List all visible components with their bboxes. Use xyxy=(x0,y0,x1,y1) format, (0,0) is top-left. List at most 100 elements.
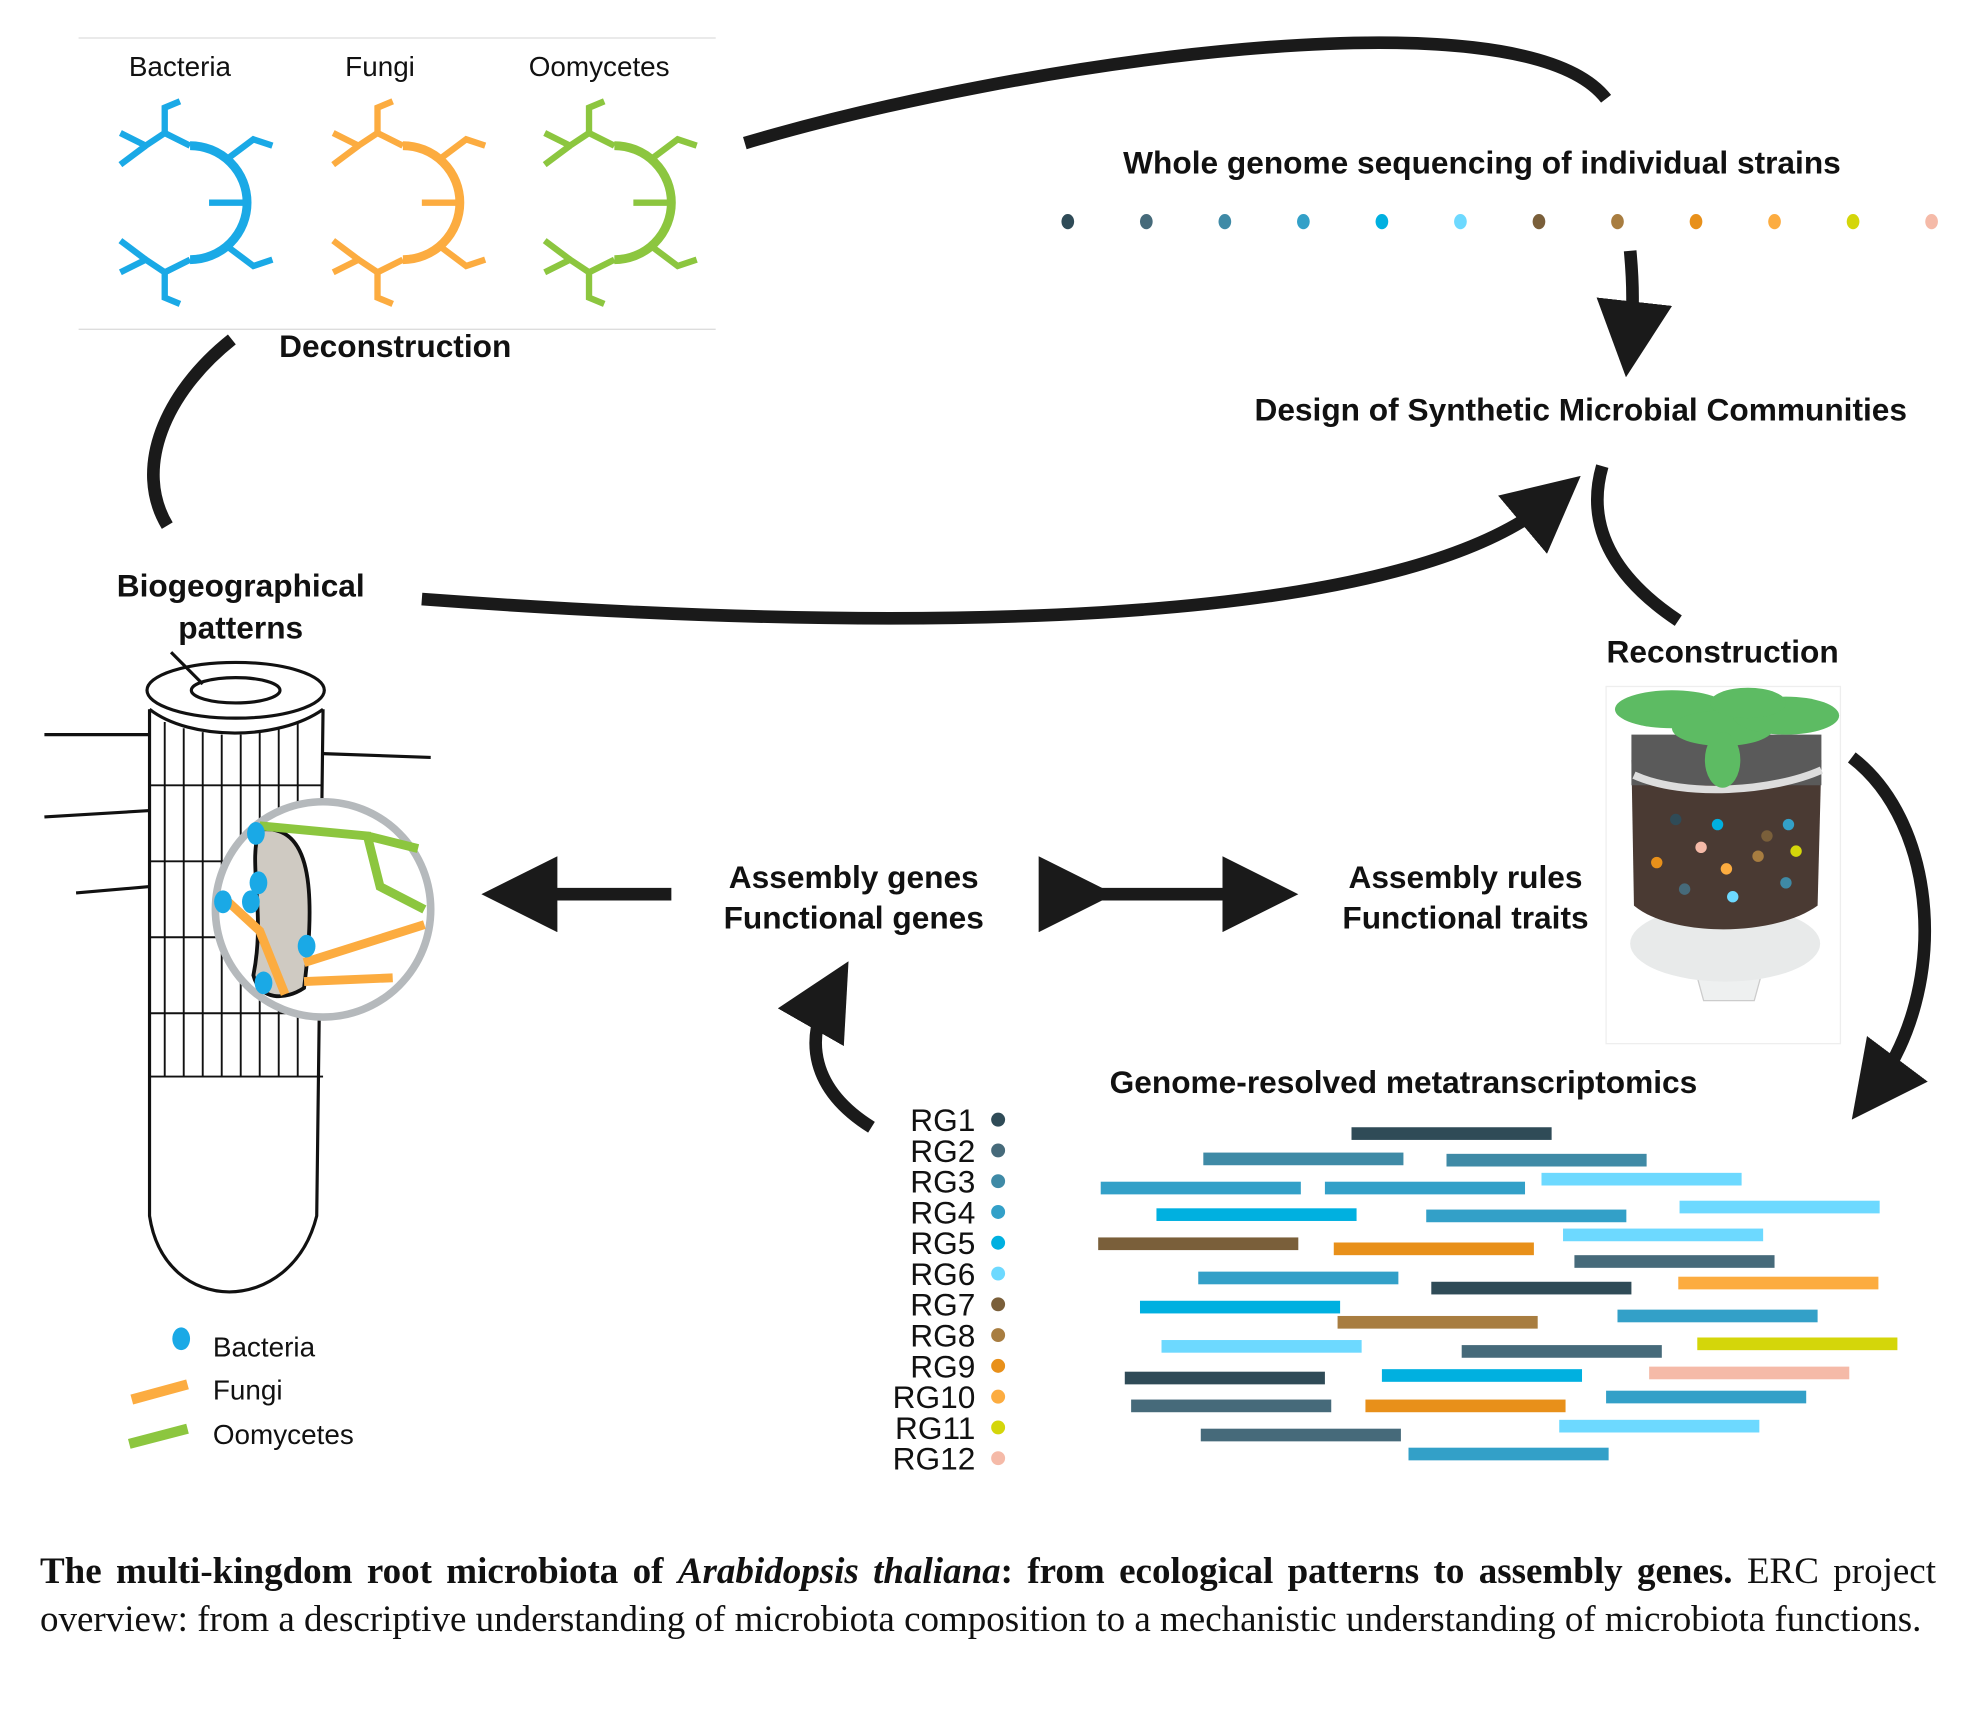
arrow-to-design xyxy=(1596,250,1673,378)
strain-dot xyxy=(1454,214,1467,230)
transcript-bar xyxy=(1408,1447,1609,1461)
legend: Bacteria Fungi Oomycetes xyxy=(127,1327,354,1450)
microbe-dot xyxy=(1790,845,1802,857)
transcript-bar xyxy=(1200,1428,1401,1442)
strain-dot xyxy=(1218,214,1232,230)
label-biogeo-2: patterns xyxy=(178,609,303,645)
microbe-dot xyxy=(1720,863,1733,875)
figure-caption: The multi-kingdom root microbiota of Ara… xyxy=(40,1548,1936,1644)
transcript-bar xyxy=(1098,1237,1299,1251)
legend-oomycetes: Oomycetes xyxy=(213,1419,354,1450)
bacteria-icon xyxy=(120,101,272,304)
label-assembly-rules: Assembly rules xyxy=(1348,859,1582,895)
rg-label: RG4 xyxy=(910,1194,975,1230)
arrow-to-metatx xyxy=(1847,752,1931,1120)
oomycetes-icon xyxy=(545,101,697,304)
label-functional-traits: Functional traits xyxy=(1342,899,1588,935)
transcript-bar xyxy=(1431,1281,1632,1295)
label-reconstruction: Reconstruction xyxy=(1607,633,1839,669)
transcript-bar xyxy=(1124,1371,1325,1385)
strain-dot xyxy=(1375,214,1389,230)
rg-label: RG11 xyxy=(895,1410,975,1446)
arrow-to-wgs xyxy=(743,36,1612,150)
rg-label: RG6 xyxy=(910,1256,975,1292)
rg-dot xyxy=(991,1235,1006,1250)
fungi-icon xyxy=(333,101,485,304)
transcript-bar xyxy=(1617,1309,1818,1323)
transcript-bar xyxy=(1446,1153,1647,1167)
strain-dot xyxy=(1139,214,1153,230)
transcript-bar xyxy=(1351,1127,1552,1140)
strain-dot xyxy=(1611,214,1624,230)
legend-bacteria: Bacteria xyxy=(213,1331,316,1362)
microbe-dot xyxy=(1761,830,1773,842)
plant-pot-illustration xyxy=(1605,685,1842,1045)
transcript-bar xyxy=(1678,1276,1879,1290)
strain-dot xyxy=(1689,214,1703,230)
rg-label: RG9 xyxy=(910,1348,975,1384)
strain-dot xyxy=(1532,214,1546,230)
transcript-bar xyxy=(1559,1419,1760,1433)
rg-label: RG5 xyxy=(910,1225,975,1261)
transcript-bar xyxy=(1324,1181,1526,1195)
rg-dot xyxy=(991,1174,1006,1189)
transcript-bar xyxy=(1426,1209,1627,1223)
rg-label: RG8 xyxy=(910,1317,975,1353)
transcript-bar xyxy=(1139,1300,1341,1314)
rg-label: RG10 xyxy=(893,1379,976,1415)
fungi-line-icon xyxy=(130,1379,189,1405)
microbe-dot xyxy=(1780,877,1792,889)
caption-body: ERC project overview: from a descriptive… xyxy=(40,1551,1936,1640)
arrow-to-reconstruction xyxy=(1591,464,1682,626)
legend-fungi: Fungi xyxy=(213,1375,283,1406)
rg-dot xyxy=(991,1358,1006,1373)
transcript-bar xyxy=(1679,1200,1880,1214)
rg-label: RG12 xyxy=(893,1441,976,1477)
microbe-dot xyxy=(1727,891,1739,903)
label-assembly-genes: Assembly genes xyxy=(729,859,979,895)
transcript-bar xyxy=(1541,1172,1742,1186)
strain-dot xyxy=(1768,214,1781,230)
strain-dot xyxy=(1297,214,1310,230)
transcript-bar xyxy=(1161,1340,1362,1353)
bacteria-dot-icon xyxy=(172,1327,191,1351)
rg-dot xyxy=(991,1143,1006,1158)
oomycetes-line-icon xyxy=(127,1423,189,1449)
transcript-bars xyxy=(1098,1127,1898,1461)
microbe-dot xyxy=(1670,813,1682,826)
arrows xyxy=(147,36,1931,1133)
arrow-biogeo-to-design xyxy=(421,475,1581,625)
transcript-bar xyxy=(1131,1399,1332,1413)
root-illustration xyxy=(44,651,435,1294)
rg-dot xyxy=(991,1266,1006,1281)
transcript-bar xyxy=(1337,1315,1538,1329)
kingdom-label-fungi: Fungi xyxy=(345,51,415,82)
caption-title-pre: The multi-kingdom root microbiota of xyxy=(40,1551,678,1592)
transcript-bar xyxy=(1333,1242,1534,1256)
microbe-dot xyxy=(1678,883,1691,895)
label-biogeo-1: Biogeographical xyxy=(117,568,365,604)
transcript-bar xyxy=(1156,1208,1357,1221)
rg-label: RG2 xyxy=(910,1133,975,1169)
transcript-bar xyxy=(1203,1152,1404,1166)
rg-dot xyxy=(991,1297,1006,1312)
label-wgs: Whole genome sequencing of individual st… xyxy=(1123,145,1841,181)
label-deconstruction: Deconstruction xyxy=(279,328,511,364)
kingdom-label-oomycetes: Oomycetes xyxy=(529,51,670,82)
label-metatranscriptomics: Genome-resolved metatranscriptomics xyxy=(1110,1064,1698,1100)
rg-dot xyxy=(991,1112,1006,1127)
microbe-dot xyxy=(1782,818,1795,831)
microbe-dot xyxy=(1651,856,1663,869)
strain-dot xyxy=(1925,214,1938,230)
rg-label: RG7 xyxy=(910,1287,975,1323)
rg-label: RG1 xyxy=(910,1102,975,1138)
kingdoms-panel: Bacteria Fungi Oomycetes xyxy=(78,37,716,330)
caption-title-italic: Arabidopsis thaliana xyxy=(677,1551,1001,1592)
transcript-bar xyxy=(1198,1271,1399,1285)
transcript-bar xyxy=(1606,1390,1807,1404)
rg-label: RG3 xyxy=(910,1164,975,1200)
arrow-to-genes xyxy=(777,961,875,1133)
microbe-dot xyxy=(1711,818,1724,831)
